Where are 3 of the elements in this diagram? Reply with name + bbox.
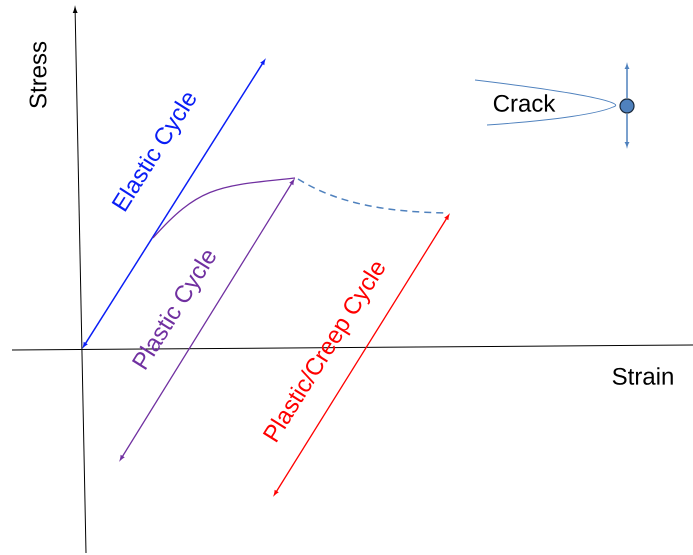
axis-label: Strain — [612, 367, 673, 385]
axis-label: Stress — [30, 42, 46, 108]
crack-label: Crack — [494, 94, 556, 112]
